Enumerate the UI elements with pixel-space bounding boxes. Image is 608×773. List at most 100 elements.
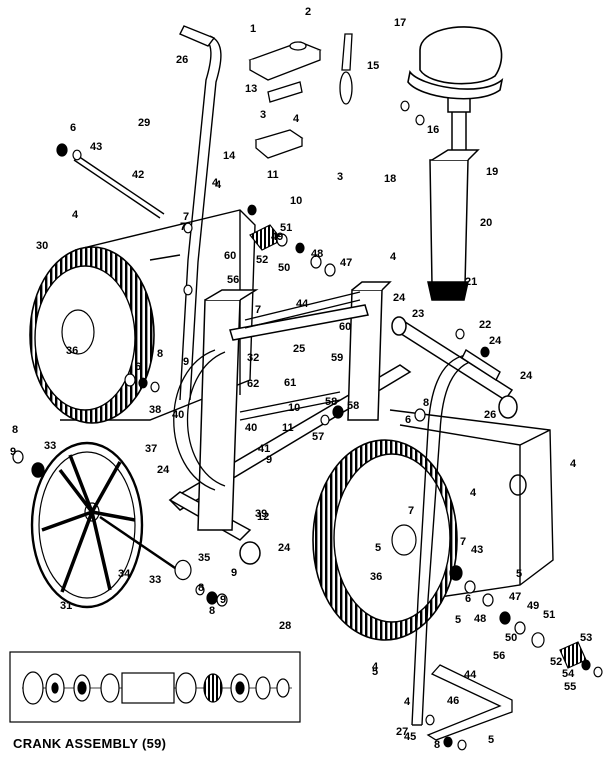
part-number-17: 17 [394,17,406,29]
part-number-5: 5 [455,614,461,626]
part-number-40: 40 [172,409,184,421]
hardware-piece [174,559,192,581]
part-number-26: 26 [484,409,496,421]
part-number-10: 10 [290,195,302,207]
part-number-56: 56 [493,650,505,662]
part-number-4: 4 [215,179,222,191]
part-number-32: 32 [247,352,259,364]
part-number-21: 21 [465,276,477,288]
part-number-49: 49 [271,231,283,243]
part-number-44: 44 [296,298,309,310]
hardware-piece [124,373,136,387]
saddle [407,26,504,100]
part-number-3: 3 [337,171,343,183]
hardware-piece [216,593,228,607]
part-number-6: 6 [465,593,471,605]
part-number-9: 9 [231,567,237,579]
inset-caption: CRANK ASSEMBLY (59) [13,736,167,751]
part-number-8: 8 [198,582,204,594]
hardware-piece [332,405,344,419]
part-number-8: 8 [12,424,18,436]
part-number-30: 30 [36,240,48,252]
hardware-piece [72,149,82,161]
part-number-35: 35 [198,552,210,564]
part-number-56: 56 [227,274,239,286]
part-number-3: 3 [260,109,266,121]
part-number-6: 6 [70,122,76,134]
part-number-53: 53 [580,632,592,644]
part-number-52: 52 [256,254,268,266]
part-number-26: 26 [176,54,188,66]
hardware-piece [425,714,435,726]
small-parts [12,100,603,751]
part-number-8: 8 [157,348,163,360]
part-number-24: 24 [520,370,533,382]
part-number-54: 54 [562,668,575,680]
part-number-4: 4 [390,251,397,263]
front-handlebar [179,25,222,401]
hardware-piece [457,739,467,751]
part-number-6: 6 [405,414,411,426]
hardware-piece [455,328,465,340]
hardware-piece [56,143,68,157]
hardware-piece [183,222,193,234]
part-number-37: 37 [145,443,157,455]
part-number-8: 8 [423,397,429,409]
hardware-piece [276,233,288,247]
part-number-8: 8 [209,605,215,617]
part-number-labels: 1233444444444555556666777778888889999910… [10,6,592,751]
part-number-1: 1 [250,23,256,35]
rear-crank-arm [426,664,513,741]
crank-pulley [30,441,179,609]
part-number-44: 44 [464,669,477,681]
part-number-49: 49 [527,600,539,612]
hardware-piece [480,346,490,358]
part-number-4: 4 [404,696,411,708]
part-number-9: 9 [266,454,272,466]
hardware-piece [12,450,24,464]
part-number-61: 61 [284,377,296,389]
part-number-41: 41 [258,443,270,455]
part-number-4: 4 [470,487,477,499]
part-number-14: 14 [223,150,236,162]
part-number-5: 5 [372,666,378,678]
part-number-24: 24 [489,335,502,347]
hardware-piece [514,621,526,635]
part-number-24: 24 [157,464,170,476]
hardware-piece [247,204,257,216]
hardware-piece [531,632,545,648]
part-number-39: 39 [255,508,267,520]
part-number-45: 45 [404,731,416,743]
part-number-20: 20 [480,217,492,229]
axle-rod [73,155,165,219]
hardware-piece [310,255,322,269]
part-number-11: 11 [267,169,279,181]
part-number-46: 46 [447,695,459,707]
part-number-9: 9 [10,446,16,458]
part-number-29: 29 [138,117,150,129]
part-number-4: 4 [570,458,577,470]
part-number-11: 11 [282,422,294,434]
part-number-19: 19 [486,166,498,178]
part-number-12: 12 [257,511,269,523]
hardware-piece [324,263,336,277]
part-number-23: 23 [412,308,424,320]
part-number-4: 4 [212,177,219,189]
hardware-piece [414,408,426,422]
part-number-40: 40 [245,422,257,434]
part-number-8: 8 [434,739,440,751]
hardware-piece [581,659,591,671]
part-number-9: 9 [183,356,189,368]
part-number-58: 58 [325,396,337,408]
part-number-47: 47 [340,257,352,269]
part-number-22: 22 [479,319,491,331]
part-number-5: 5 [375,542,381,554]
part-number-57: 57 [312,431,324,443]
part-number-60: 60 [339,321,351,333]
hardware-piece [464,580,476,594]
right-flywheel [312,439,458,641]
part-number-4: 4 [72,209,79,221]
hardware-piece [400,100,410,112]
hardware-piece [320,414,330,426]
